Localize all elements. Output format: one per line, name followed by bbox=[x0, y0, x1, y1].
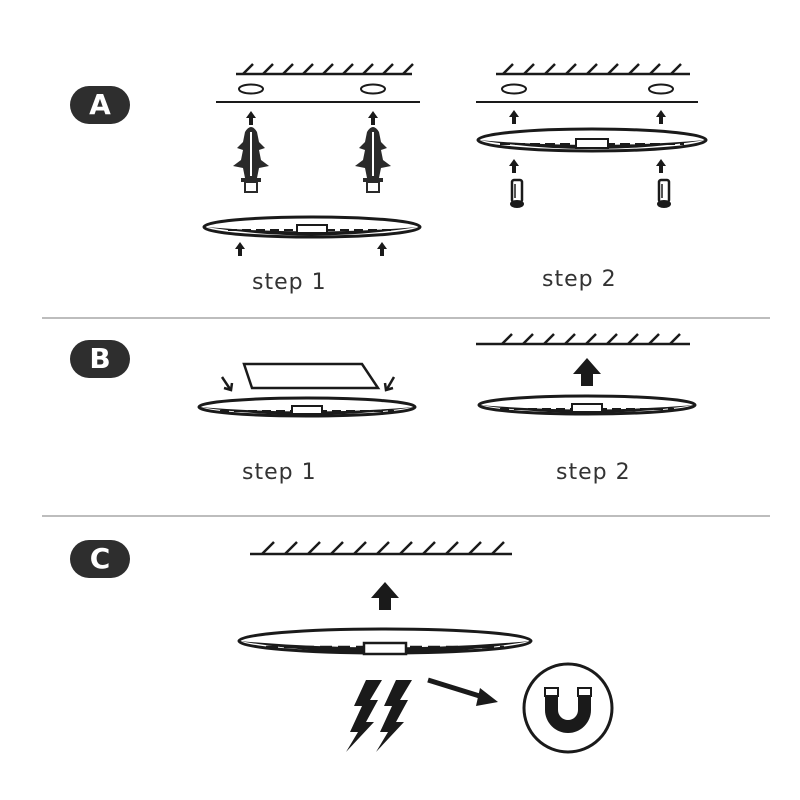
section-a bbox=[202, 63, 708, 256]
a-step2-screw-hole-icon-left bbox=[501, 83, 527, 95]
section-c-badge: C bbox=[70, 540, 130, 578]
a-step2-up-arrow-icon-left bbox=[509, 110, 519, 124]
b-step1-down-arrow-icon-left bbox=[220, 376, 234, 392]
a-step1-wall-anchor-icon-right bbox=[354, 126, 392, 193]
a-step1-mounting-plate-icon bbox=[202, 215, 422, 239]
a-step2-ceiling-hatch-icon bbox=[496, 63, 690, 76]
a-step2-mounting-plate-icon bbox=[476, 127, 708, 153]
c-mounting-plate-icon bbox=[237, 627, 533, 656]
section-c bbox=[237, 541, 614, 754]
a-step1-screw-hole-icon-left bbox=[238, 83, 264, 95]
section-b-badge: B bbox=[70, 340, 130, 378]
a-step1-label: step 1 bbox=[252, 270, 327, 295]
a-step1-wall-anchor-icon-left bbox=[232, 126, 270, 193]
b-step1-led-panel-icon bbox=[242, 362, 381, 390]
a-step2-screw-icon-right bbox=[655, 178, 673, 210]
a-step2-up-arrow-icon-right bbox=[656, 110, 666, 124]
a-step1-ceiling-hatch-icon bbox=[236, 63, 414, 76]
c-lightning-icon-left bbox=[346, 680, 382, 752]
b-step2-mounting-plate-icon bbox=[477, 394, 697, 416]
b-step2-ceiling-hatch-icon bbox=[476, 333, 690, 346]
b-step2-label: step 2 bbox=[556, 460, 631, 485]
a-step2-up-arrow-icon-bottom-left bbox=[509, 159, 519, 173]
a-step1-up-arrow-icon-left bbox=[246, 111, 256, 125]
c-up-arrow-icon bbox=[371, 582, 399, 610]
section-b bbox=[197, 333, 697, 418]
c-lightning-icon-right bbox=[376, 680, 412, 752]
a-step2-up-arrow-icon-bottom-right bbox=[656, 159, 666, 173]
section-a-badge: A bbox=[70, 86, 130, 124]
a-step2-screw-icon-left bbox=[508, 178, 526, 210]
c-ceiling-hatch-icon bbox=[250, 541, 512, 556]
a-step1-up-arrow-icon-bottom-right bbox=[377, 242, 387, 256]
a-step2-screw-hole-icon-right bbox=[648, 83, 674, 95]
b-step1-down-arrow-icon-right bbox=[383, 376, 396, 392]
a-step1-screw-hole-icon-right bbox=[360, 83, 386, 95]
a-step1-up-arrow-icon-right bbox=[368, 111, 378, 125]
c-magnet-icon bbox=[522, 662, 614, 754]
a-step1-up-arrow-icon-bottom-left bbox=[235, 242, 245, 256]
c-arrow-to-magnet-icon bbox=[427, 677, 498, 706]
b-step2-up-arrow-icon bbox=[573, 358, 601, 386]
b-step1-mounting-plate-icon bbox=[197, 396, 417, 418]
a-step2-label: step 2 bbox=[542, 267, 617, 292]
b-step1-label: step 1 bbox=[242, 460, 317, 485]
